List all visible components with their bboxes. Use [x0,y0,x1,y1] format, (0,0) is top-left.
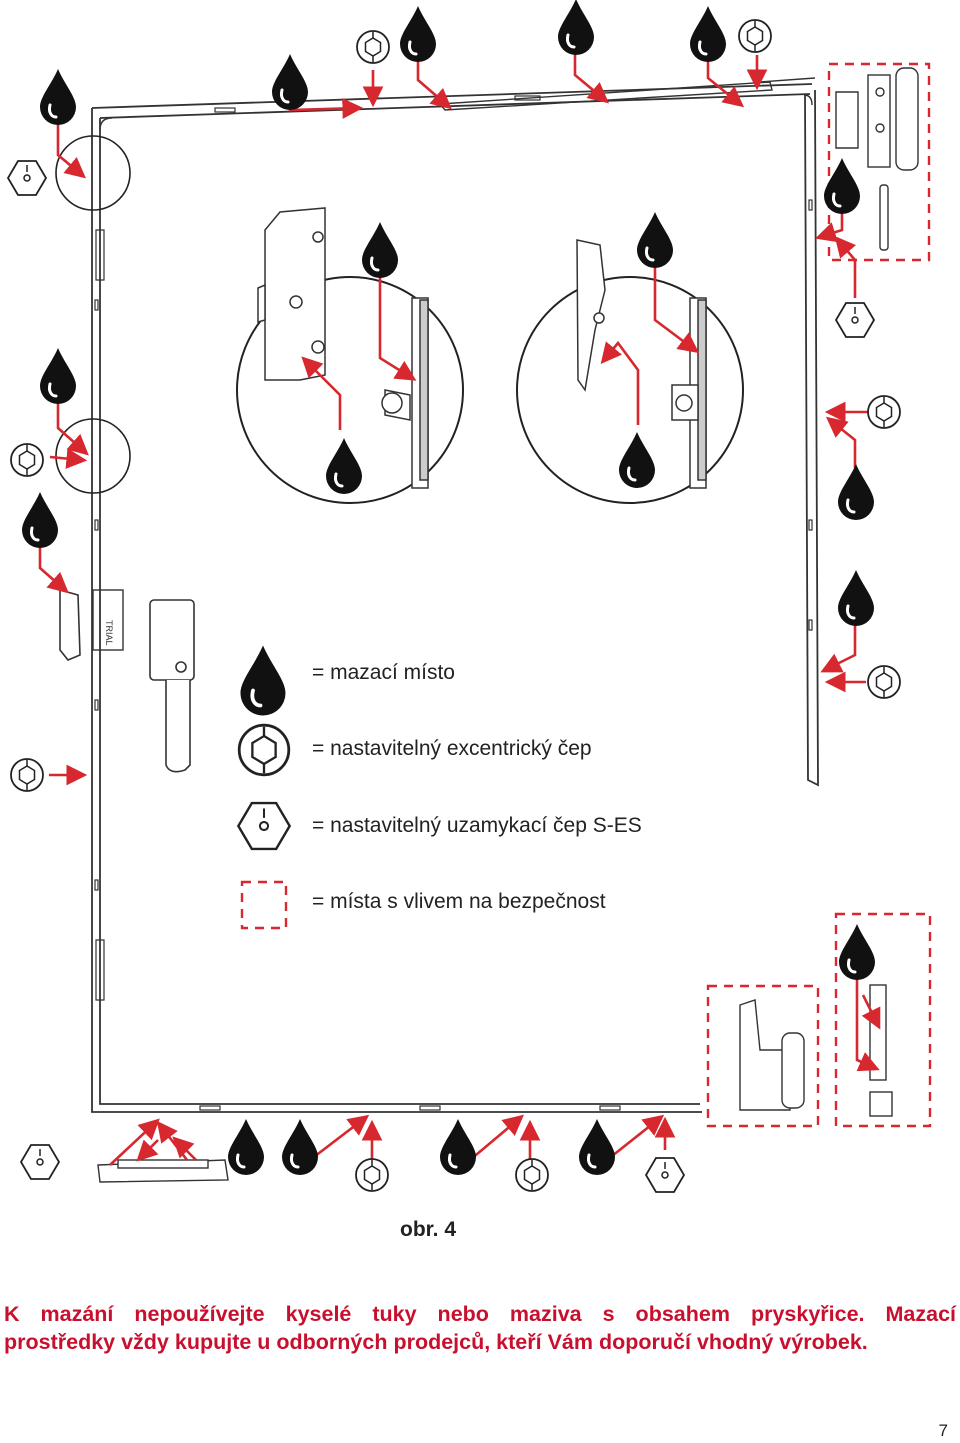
legend-symbols [237,643,291,930]
bottom-keeper [97,1159,229,1183]
legend-locking-pin: = nastavitelný uzamykací čep S-ES [312,814,642,837]
warning-line-2: prostředky vždy kupujte u odborných prod… [4,1330,868,1354]
keeper-detail-left [257,207,429,489]
gearbox-marking: TRIAL [104,620,114,646]
window-frame: TRIAL [91,77,819,1113]
window-hardware-lubrication-diagram: TRIAL [7,0,932,1193]
eccentric-pin-icon [10,19,901,1192]
lubrication-warning: K mazání nepoužívejte kyselé tuky nebo m… [4,1300,956,1356]
figure-caption: obr. 4 [400,1218,457,1241]
bottom-hinge [739,984,893,1117]
keeper-detail-right [576,239,707,489]
top-hinge [835,67,919,251]
page-number: 7 [938,1421,948,1440]
warning-line-1: K mazání nepoužívejte kyselé tuky nebo m… [4,1302,956,1326]
legend-lubrication-point: = mazací místo [312,661,455,684]
safety-areas [706,62,932,1128]
legend-eccentric-pin: = nastavitelný excentrický čep [312,737,592,760]
window-handle [59,588,195,773]
legend-safety-places: = místa s vlivem na bezpečnost [312,890,606,913]
detail-circles [55,135,744,504]
oil-drop-icon [20,0,877,1177]
safety-area-icon [240,880,288,930]
